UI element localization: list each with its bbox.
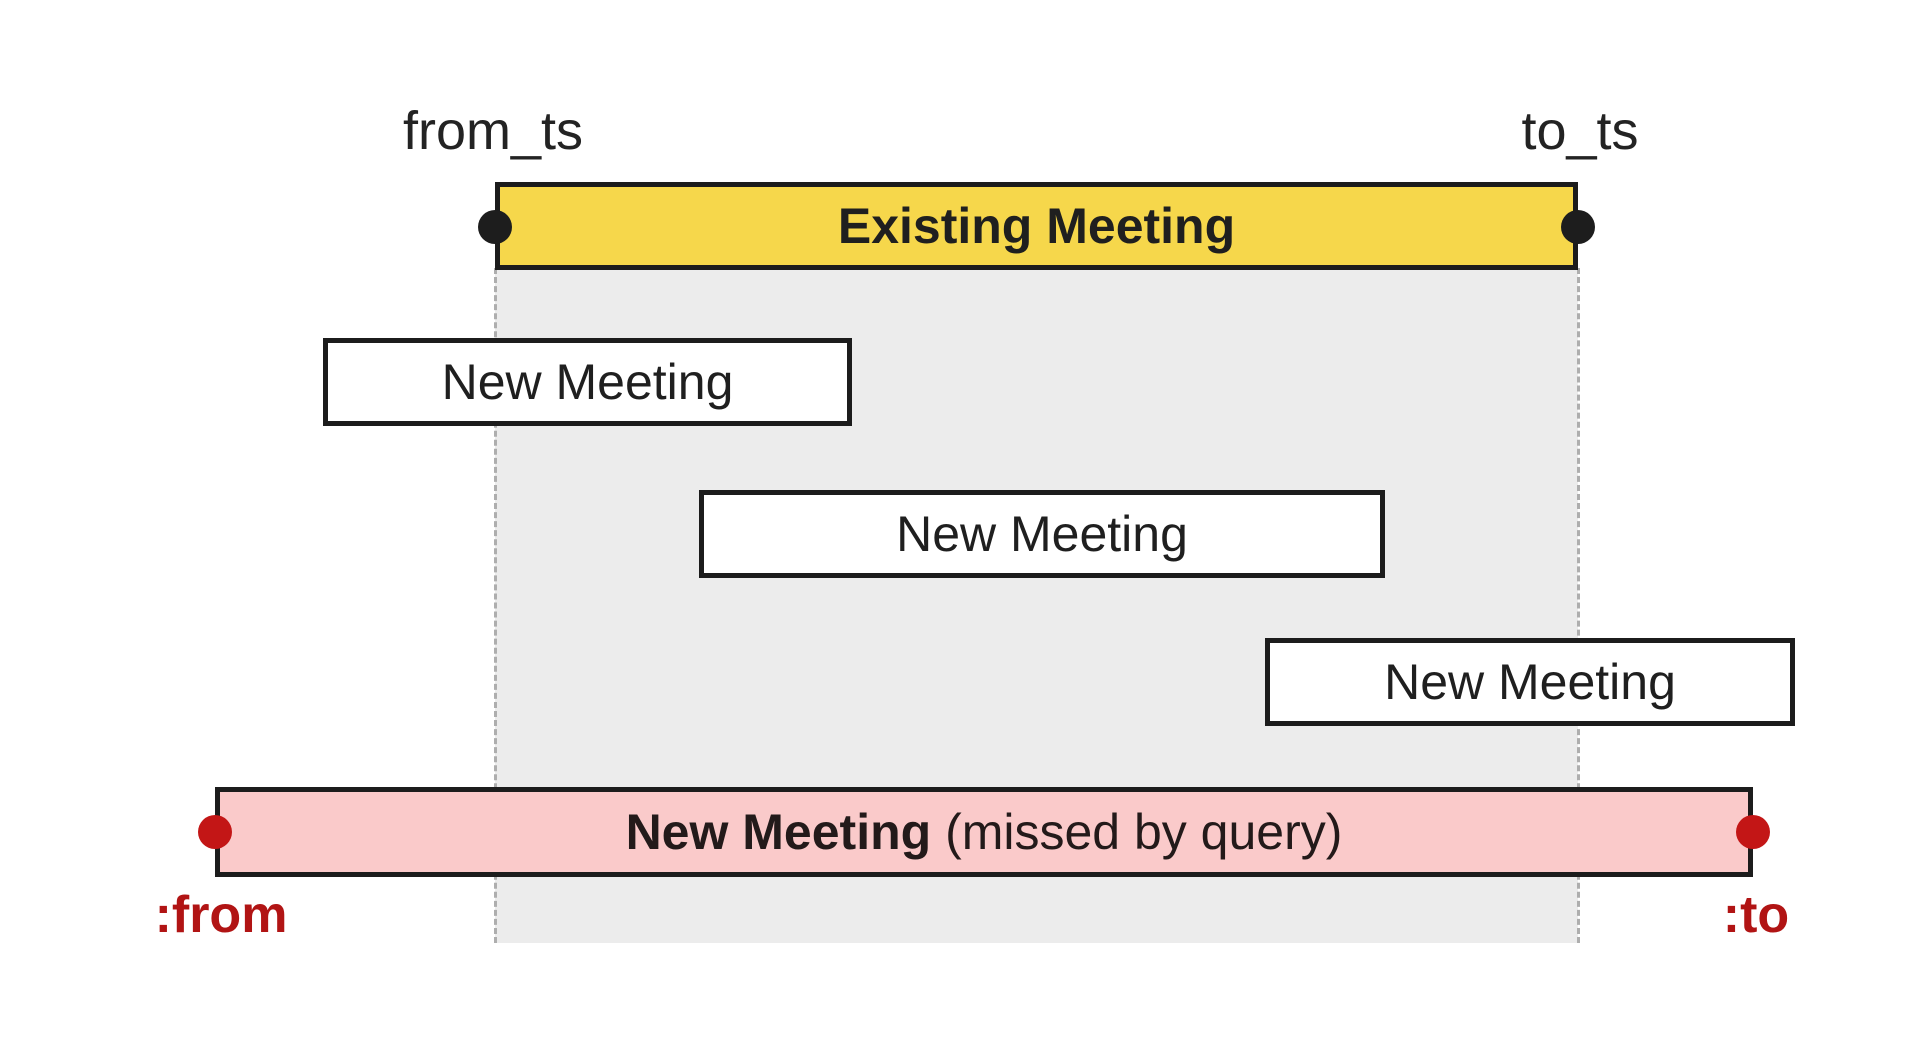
new-meeting-label-3: New Meeting xyxy=(1384,654,1676,710)
existing-meeting-start-dot xyxy=(478,210,512,244)
to-ts-dashed-line xyxy=(1577,268,1580,943)
from-ts-label: from_ts xyxy=(402,101,584,161)
existing-meeting-bar: Existing Meeting xyxy=(495,182,1578,270)
from-ts-dashed-line xyxy=(494,268,497,943)
to-ts-label: to_ts xyxy=(1521,101,1639,161)
missed-meeting-label-suffix: (missed by query) xyxy=(931,804,1343,860)
new-meeting-box-3: New Meeting xyxy=(1265,638,1795,726)
query-from-label: :from xyxy=(154,886,288,944)
existing-meeting-label: Existing Meeting xyxy=(837,198,1236,254)
new-meeting-label-2: New Meeting xyxy=(896,506,1188,562)
new-meeting-box-2: New Meeting xyxy=(699,490,1385,578)
missed-meeting-label-bold: New Meeting xyxy=(625,804,932,860)
missed-meeting-end-dot xyxy=(1736,815,1770,849)
new-meeting-box-1: New Meeting xyxy=(323,338,852,426)
existing-meeting-end-dot xyxy=(1561,210,1595,244)
missed-meeting-start-dot xyxy=(198,815,232,849)
new-meeting-label-1: New Meeting xyxy=(441,354,734,410)
query-to-label: :to xyxy=(1722,886,1790,944)
missed-meeting-bar: New Meeting (missed by query) xyxy=(215,787,1753,877)
